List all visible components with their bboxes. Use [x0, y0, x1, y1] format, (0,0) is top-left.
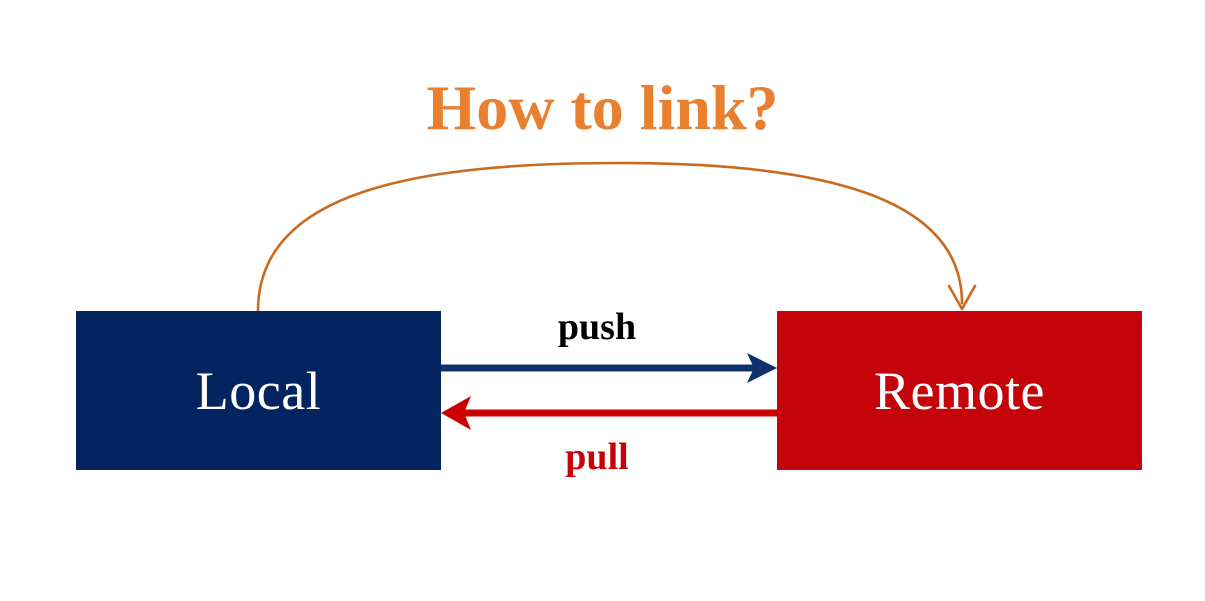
node-remote[interactable]: Remote [777, 311, 1142, 470]
page-title: How to link? [426, 72, 779, 143]
link-curve-arrowhead [947, 284, 977, 311]
node-local-label: Local [195, 360, 322, 421]
edge-label-push: push [557, 306, 637, 348]
pull-arrow [441, 396, 777, 430]
pull-arrowhead [441, 396, 471, 430]
edge-label-pull: pull [565, 436, 629, 478]
link-curve-arrow [256, 161, 977, 313]
node-remote-label: Remote [874, 360, 1045, 421]
node-local[interactable]: Local [76, 311, 441, 470]
push-arrowhead [747, 353, 777, 383]
push-arrow [441, 353, 777, 383]
